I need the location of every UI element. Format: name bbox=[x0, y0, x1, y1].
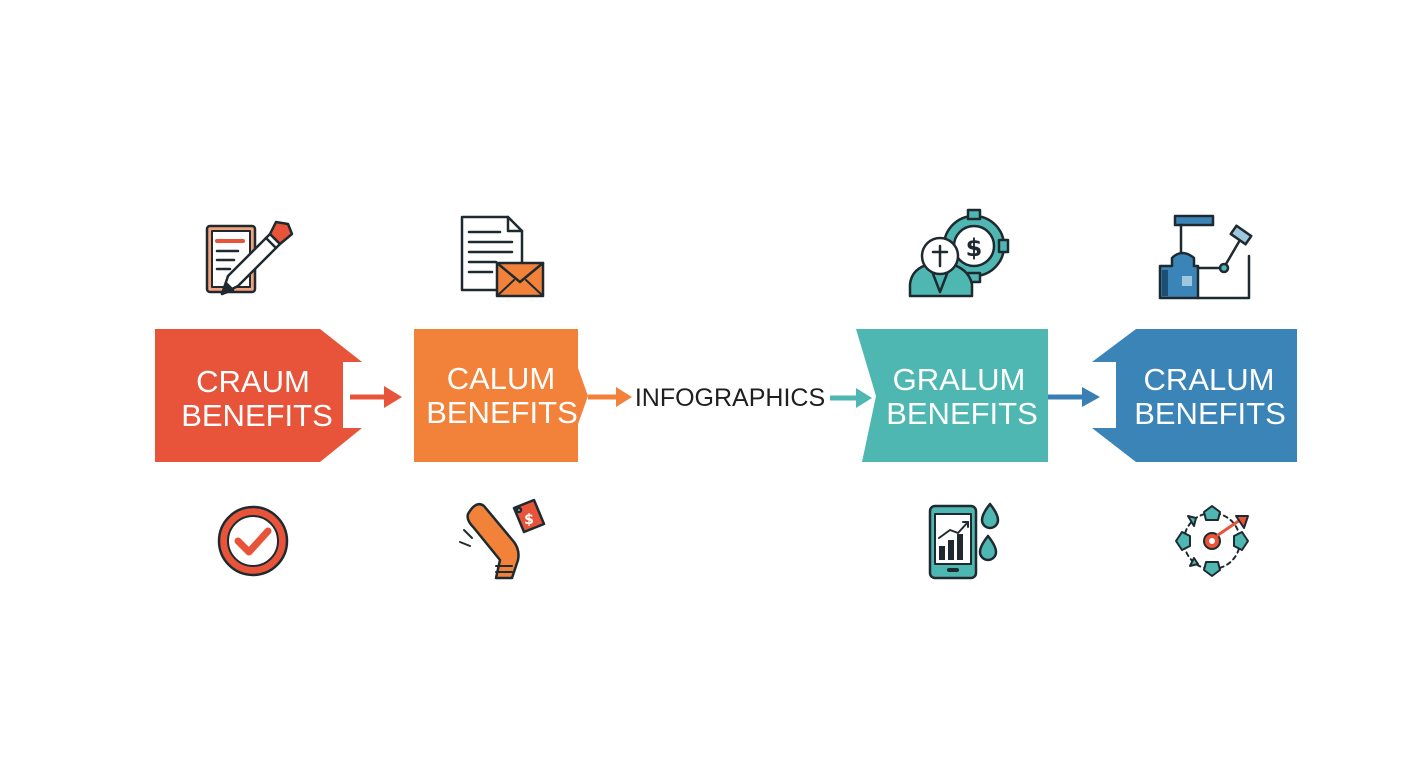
benefit-box-4: CRALUM BENEFITS bbox=[1092, 329, 1297, 462]
benefit-box-3: GRALUM BENEFITS bbox=[856, 329, 1048, 462]
benefit-box-1-line2: BENEFITS bbox=[181, 398, 333, 433]
benefit-box-4-line2: BENEFITS bbox=[1134, 396, 1286, 431]
workflow-machine-icon bbox=[1158, 214, 1253, 300]
benefit-box-3-line2: BENEFITS bbox=[886, 396, 1038, 431]
arrow-1-to-2 bbox=[350, 386, 402, 408]
svg-text:$: $ bbox=[524, 512, 534, 528]
arrow-3-to-4 bbox=[1048, 387, 1100, 407]
center-label: INFOGRAPHICS bbox=[635, 384, 825, 412]
arrow-2-to-center bbox=[588, 387, 632, 407]
benefit-box-2-shape bbox=[414, 329, 588, 462]
arrow-center-to-3 bbox=[830, 388, 872, 408]
benefit-box-3-shape bbox=[856, 329, 1048, 462]
benefit-box-1-shape bbox=[155, 329, 362, 462]
benefit-box-1-line1: CRAUM bbox=[196, 364, 310, 399]
benefit-box-1: CRAUM BENEFITS bbox=[155, 329, 362, 462]
benefit-box-2: CALUM BENEFITS bbox=[414, 329, 588, 462]
benefit-box-4-line1: CRALUM bbox=[1144, 362, 1275, 397]
phone-chart-icon bbox=[928, 502, 1000, 580]
boomerang-price-tag-icon: $ bbox=[459, 498, 546, 580]
svg-text:$: $ bbox=[966, 234, 983, 262]
benefit-box-3-line1: GRALUM bbox=[893, 362, 1026, 397]
benefit-box-2-line2: BENEFITS bbox=[426, 395, 578, 430]
check-circle-icon bbox=[217, 505, 289, 577]
target-network-icon bbox=[1175, 505, 1249, 577]
person-gear-dollar-icon: $ bbox=[908, 208, 1010, 298]
document-pen-icon bbox=[205, 220, 294, 296]
document-envelope-icon bbox=[460, 215, 545, 298]
benefit-box-4-shape bbox=[1092, 329, 1297, 462]
benefit-box-2-line1: CALUM bbox=[447, 361, 556, 396]
